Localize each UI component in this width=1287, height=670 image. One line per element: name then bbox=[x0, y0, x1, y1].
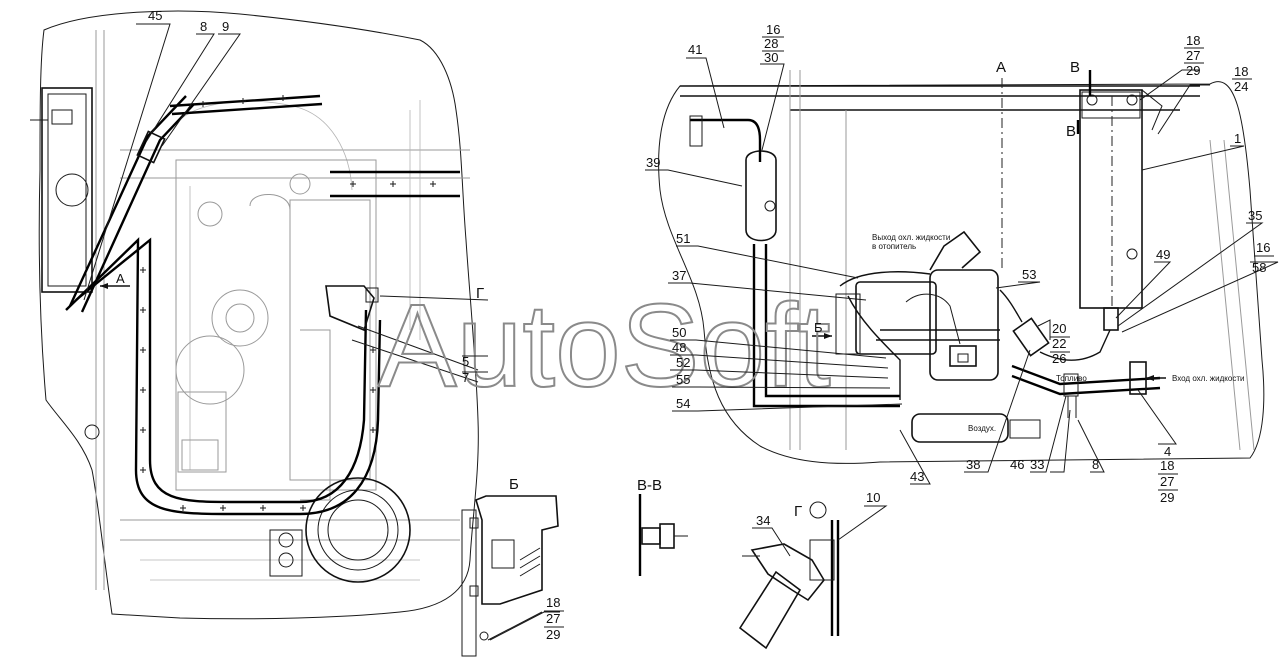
callout-18-bottom: 18 bbox=[1160, 458, 1174, 473]
callout-43: 43 bbox=[910, 469, 924, 484]
view-letters: Б В-В Г А А Б В В Г bbox=[116, 59, 1080, 520]
leader-lines bbox=[83, 23, 1279, 641]
callout-30: 30 bbox=[764, 50, 778, 65]
callout-27-section-b: 27 bbox=[546, 611, 560, 626]
view-marker-v-bottom: В bbox=[1066, 123, 1076, 140]
callout-50: 50 bbox=[672, 325, 686, 340]
view-marker-g: Г bbox=[476, 285, 484, 302]
callout-29-bottom: 29 bbox=[1160, 490, 1174, 505]
callout-28: 28 bbox=[764, 36, 778, 51]
view-marker-v-top: В bbox=[1070, 59, 1080, 76]
left-engine-view bbox=[30, 10, 489, 620]
callout-35: 35 bbox=[1248, 208, 1262, 223]
text-annotations: Выход охл. жидкости в отопитель Топливо … bbox=[872, 233, 1244, 433]
callout-39: 39 bbox=[646, 155, 660, 170]
callout-4: 4 bbox=[1164, 444, 1171, 459]
view-g-detail bbox=[738, 501, 840, 650]
callout-54: 54 bbox=[676, 396, 690, 411]
annotation-air: Воздух. bbox=[968, 424, 996, 433]
view-marker-b: Б bbox=[814, 320, 823, 335]
callout-18-section-b: 18 bbox=[546, 595, 560, 610]
callout-46: 46 bbox=[1010, 457, 1024, 472]
view-marker-a-left: А bbox=[116, 271, 125, 286]
annotation-fuel: Топливо bbox=[1056, 374, 1087, 383]
callout-underlines bbox=[544, 36, 1274, 628]
callout-7: 7 bbox=[462, 370, 469, 385]
callout-51: 51 bbox=[676, 231, 690, 246]
callout-37: 37 bbox=[672, 268, 686, 283]
callout-9: 9 bbox=[222, 19, 229, 34]
callout-34: 34 bbox=[756, 513, 770, 528]
callout-27-top: 27 bbox=[1186, 48, 1200, 63]
callout-48: 48 bbox=[672, 340, 686, 355]
right-heater-view bbox=[658, 70, 1265, 464]
annotation-coolant-out-line1: Выход охл. жидкости bbox=[872, 233, 950, 242]
callout-1: 1 bbox=[1234, 131, 1241, 146]
annotation-coolant-out-line2: в отопитель bbox=[872, 242, 916, 251]
section-b-title: Б bbox=[509, 476, 519, 493]
callout-8: 8 bbox=[200, 19, 207, 34]
callout-26: 26 bbox=[1052, 351, 1066, 366]
callout-41: 41 bbox=[688, 42, 702, 57]
callout-33: 33 bbox=[1030, 457, 1044, 472]
callout-16: 16 bbox=[766, 22, 780, 37]
callout-8-right: 8 bbox=[1092, 457, 1099, 472]
callout-45: 45 bbox=[148, 8, 162, 23]
callout-5: 5 bbox=[462, 354, 469, 369]
section-b-detail bbox=[461, 495, 559, 657]
callout-49: 49 bbox=[1156, 247, 1170, 262]
callout-29-top: 29 bbox=[1186, 63, 1200, 78]
callout-18-mid: 18 bbox=[1234, 64, 1248, 79]
callout-27-bottom: 27 bbox=[1160, 474, 1174, 489]
view-g-title: Г bbox=[794, 503, 802, 520]
callout-16-right: 16 bbox=[1256, 240, 1270, 255]
annotation-coolant-in: Вход охл. жидкости bbox=[1172, 374, 1244, 383]
callout-18-top: 18 bbox=[1186, 33, 1200, 48]
callout-29-section-b: 29 bbox=[546, 627, 560, 642]
callout-38: 38 bbox=[966, 457, 980, 472]
callout-53: 53 bbox=[1022, 267, 1036, 282]
callout-10: 10 bbox=[866, 490, 880, 505]
callout-58: 58 bbox=[1252, 260, 1266, 275]
callout-22: 22 bbox=[1052, 336, 1066, 351]
callout-52: 52 bbox=[676, 355, 690, 370]
view-marker-a-right: А bbox=[996, 59, 1006, 76]
callout-55: 55 bbox=[676, 372, 690, 387]
section-vv-detail bbox=[638, 494, 688, 576]
callout-numbers: 45 8 9 5 7 41 16 28 30 39 51 37 50 48 52… bbox=[148, 8, 1270, 642]
callout-24: 24 bbox=[1234, 79, 1248, 94]
callout-20: 20 bbox=[1052, 321, 1066, 336]
section-vv-title: В-В bbox=[637, 477, 662, 494]
